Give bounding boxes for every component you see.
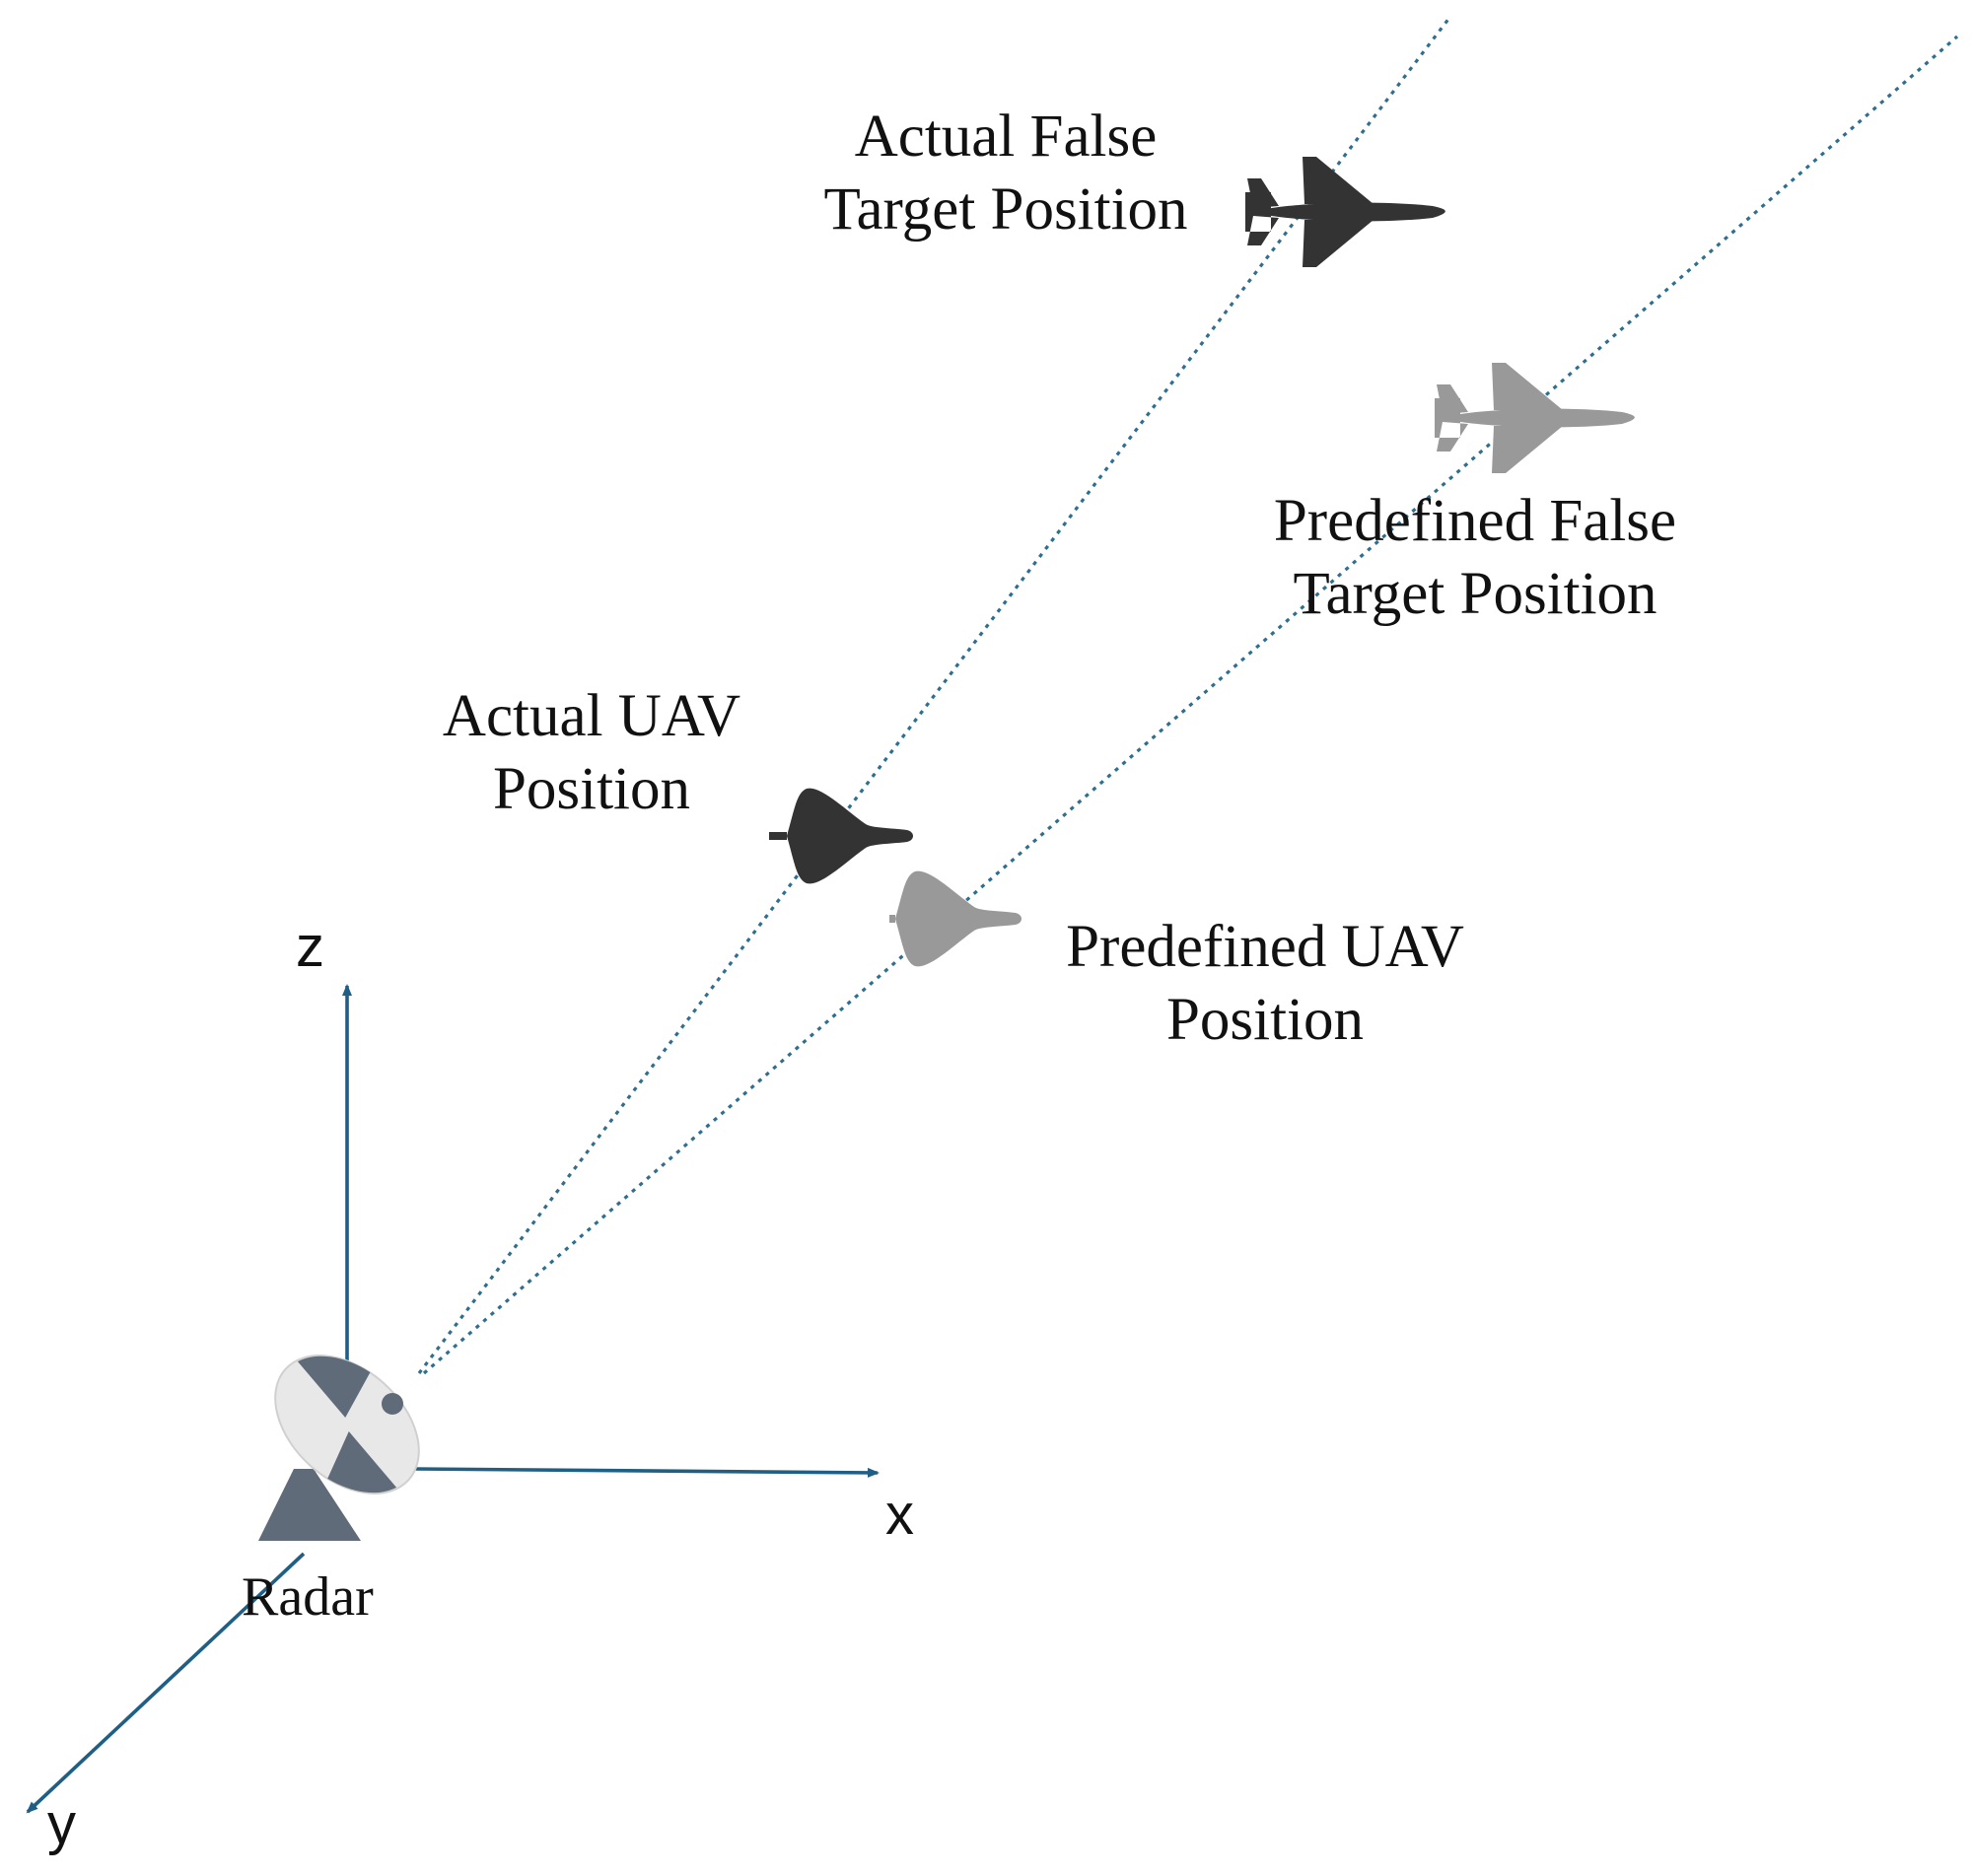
ray-to-predefined-false-target xyxy=(422,35,1959,1375)
fighter-jet-tail xyxy=(1435,384,1468,452)
x-axis-label: x xyxy=(885,1483,914,1547)
fighter-jet-wing-bottom xyxy=(1303,220,1374,267)
svg-text:Position: Position xyxy=(1166,987,1364,1053)
actual-false-target-label: Actual False Target Position xyxy=(823,104,1187,243)
y-axis-label: y xyxy=(47,1792,76,1856)
fighter-jet-body xyxy=(1253,202,1445,222)
radar-dish-icon xyxy=(258,1355,420,1541)
radar-dish-panel-left xyxy=(297,1355,371,1419)
fighter-jet-wing-bottom xyxy=(1492,426,1563,473)
actual-false-target-fighter-jet-icon xyxy=(1245,157,1445,267)
svg-text:Target Position: Target Position xyxy=(1293,561,1656,627)
predefined-uav-stealth-uav-icon xyxy=(889,870,1022,967)
x-axis xyxy=(413,1467,880,1478)
z-axis-label: z xyxy=(296,915,324,979)
sight-lines xyxy=(417,17,1959,1375)
svg-text:Predefined UAV: Predefined UAV xyxy=(1066,914,1464,980)
actual-uav-stealth-uav-icon xyxy=(769,788,913,884)
svg-text:Position: Position xyxy=(493,756,690,822)
svg-text:Target Position: Target Position xyxy=(823,176,1187,243)
ray-to-actual-false-target xyxy=(417,17,1451,1374)
y-axis xyxy=(26,1552,306,1814)
fighter-jet-wing-top xyxy=(1303,157,1374,204)
stealth-uav-nose xyxy=(889,915,895,923)
fighter-jet-body xyxy=(1443,408,1635,428)
stealth-uav-shape xyxy=(895,870,1022,967)
radar-label: Radar xyxy=(242,1566,374,1628)
radar-base xyxy=(258,1469,361,1541)
radar-feed xyxy=(382,1393,403,1415)
predefined-false-target-label: Predefined False Target Position xyxy=(1274,488,1676,627)
predefined-uav-label: Predefined UAV Position xyxy=(1066,914,1464,1053)
radar-dish xyxy=(274,1355,420,1494)
fighter-jet-tail xyxy=(1245,178,1279,245)
fighter-jet-wing-top xyxy=(1492,363,1563,410)
svg-text:Actual UAV: Actual UAV xyxy=(443,683,740,749)
stealth-uav-nose xyxy=(769,832,787,840)
coordinate-axes: z x y xyxy=(26,915,914,1856)
actual-uav-label: Actual UAV Position xyxy=(443,683,740,822)
radar-dish-panel-right xyxy=(327,1430,397,1494)
stealth-uav-shape xyxy=(787,788,913,884)
svg-text:Predefined False: Predefined False xyxy=(1274,488,1676,554)
predefined-false-target-fighter-jet-icon xyxy=(1435,363,1635,473)
svg-text:Actual False: Actual False xyxy=(855,104,1158,170)
